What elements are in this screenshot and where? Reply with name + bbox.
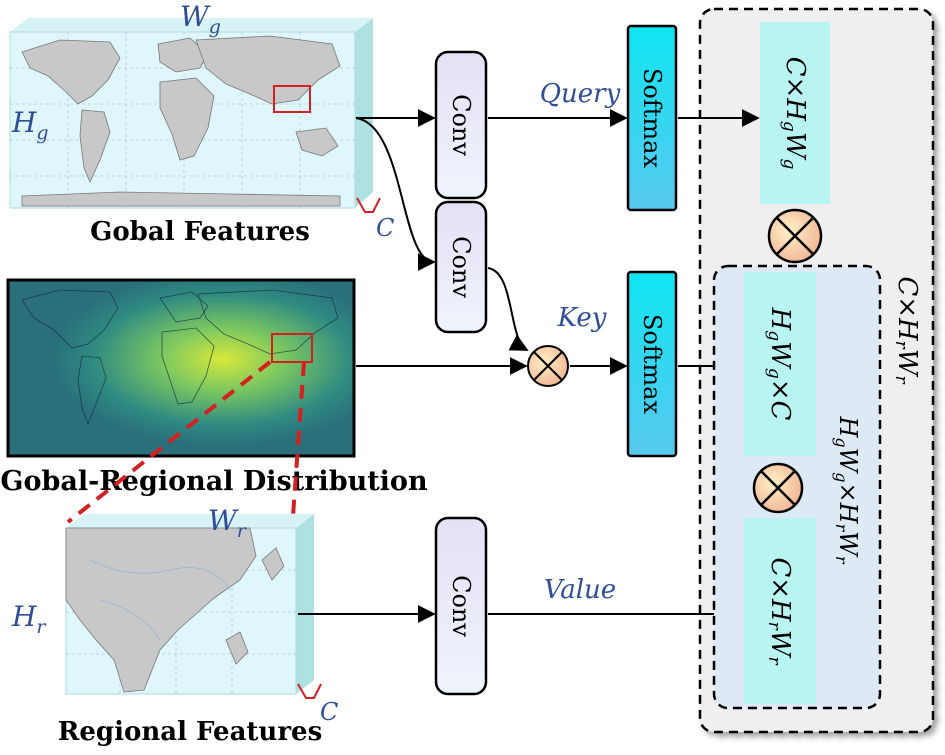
softmax-key-block: Softmax: [626, 270, 678, 458]
regional-channel-brace: [297, 683, 322, 699]
svg-text:HgWg×C: HgWg×C: [764, 307, 795, 421]
global-height-label: Hg: [11, 106, 49, 144]
svg-text:Conv: Conv: [447, 575, 475, 637]
query-tensor: C×HgWg: [760, 22, 830, 204]
key-tensor: HgWg×C: [744, 272, 816, 456]
global-channel-brace: [356, 197, 381, 213]
svg-text:Conv: Conv: [447, 94, 475, 156]
global-width-label: Wg: [180, 0, 221, 38]
inner-tensor-label: HgWg×HrWr: [833, 415, 863, 564]
query-flow-label: Query: [540, 79, 621, 109]
svg-text:C×HgWg: C×HgWg: [779, 57, 810, 170]
kv-multiply-node: [752, 462, 804, 514]
conv-query-block: Conv: [434, 50, 488, 200]
global-features-map: [9, 18, 373, 209]
regional-channel-label: C: [320, 698, 338, 726]
key-multiply-node: [527, 345, 569, 387]
global-features-caption: Gobal Features: [90, 217, 310, 247]
conv-value-block: Conv: [434, 516, 488, 696]
qk-multiply-node: [767, 208, 823, 264]
regional-features-map: [65, 514, 314, 695]
global-channel-label: C: [376, 214, 394, 242]
svg-text:Softmax: Softmax: [638, 68, 666, 168]
svg-text:Conv: Conv: [447, 236, 475, 298]
conv-key-block: Conv: [434, 200, 488, 334]
regional-width-label: Wr: [208, 504, 248, 542]
distribution-caption: Gobal-Regional Distribution: [0, 466, 428, 497]
outer-tensor-label: C×HrWr: [891, 276, 922, 384]
svg-text:C×HrWr: C×HrWr: [764, 557, 795, 665]
value-flow-label: Value: [544, 575, 616, 605]
softmax-query-block: Softmax: [626, 24, 678, 212]
projection-lines: [66, 360, 306, 531]
key-flow-label: Key: [557, 303, 607, 333]
distribution-heatmap: [6, 278, 356, 458]
regional-features-caption: Regional Features: [58, 717, 322, 747]
value-tensor: C×HrWr: [744, 518, 816, 704]
regional-height-label: Hr: [11, 600, 47, 638]
svg-text:Softmax: Softmax: [638, 314, 666, 414]
